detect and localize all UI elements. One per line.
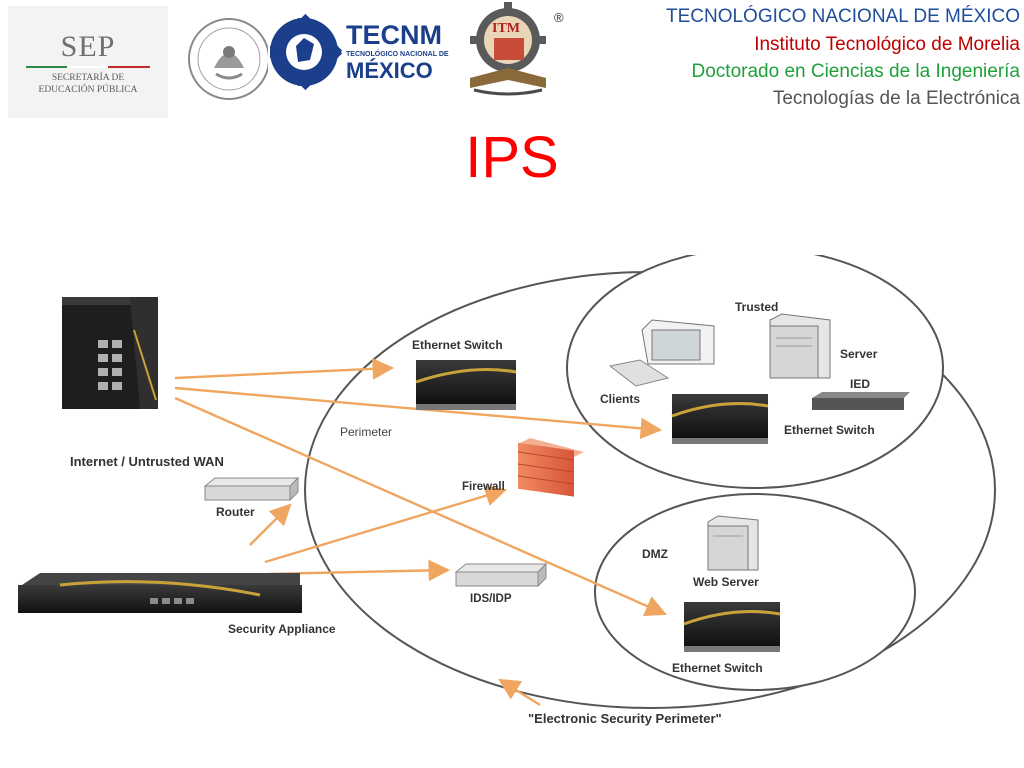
electronic-security-perimeter-label: "Electronic Security Perimeter" bbox=[528, 711, 722, 726]
arrow-to-router bbox=[249, 503, 292, 546]
ips-network-diagram: Internet / Untrusted WAN Router Security… bbox=[18, 255, 996, 726]
sep-logo-title: SEP bbox=[60, 30, 116, 63]
trusted-switch-label: Ethernet Switch bbox=[784, 423, 875, 437]
router-icon bbox=[203, 476, 300, 502]
server-label: Server bbox=[840, 347, 878, 361]
firewall-label: Firewall bbox=[462, 481, 505, 493]
security-appliance-label: Security Appliance bbox=[228, 622, 336, 636]
perimeter-ethernet-switch-icon bbox=[415, 360, 517, 410]
arrow-to-dmz-switch bbox=[174, 396, 667, 617]
dmz-ethernet-switch-icon bbox=[683, 602, 781, 652]
sep-logo: SEP SECRETARÍA DE EDUCACIÓN PÚBLICA bbox=[8, 6, 168, 118]
header-program: Doctorado en Ciencias de la Ingeniería bbox=[691, 61, 1020, 82]
trusted-ethernet-switch-icon bbox=[671, 394, 769, 444]
header-institute: Instituto Tecnológico de Morelia bbox=[754, 34, 1020, 55]
trusted-label: Trusted bbox=[735, 300, 778, 314]
clients-label: Clients bbox=[600, 392, 640, 406]
header-institution-name: TECNOLÓGICO NACIONAL DE MÉXICO bbox=[665, 6, 1020, 27]
client-computer-icon bbox=[608, 319, 715, 387]
ids-device-icon bbox=[454, 562, 548, 588]
ied-label: IED bbox=[850, 377, 870, 391]
server-icon bbox=[769, 313, 831, 379]
ids-label: IDS/IDP bbox=[470, 593, 512, 605]
dmz-switch-label: Ethernet Switch bbox=[672, 661, 763, 675]
sep-logo-line1: SECRETARÍA DE bbox=[51, 73, 125, 83]
ied-device-icon bbox=[812, 392, 910, 410]
arrow-to-perimeter-switch bbox=[174, 358, 395, 380]
wan-device-icon bbox=[62, 297, 158, 409]
tecnm-wordmark: TECNM bbox=[346, 20, 442, 50]
web-server-icon bbox=[707, 515, 759, 571]
sep-logo-subtitle: SECRETARÍA DE EDUCACIÓN PÚBLICA bbox=[8, 72, 168, 96]
tecnm-subtitle: TECNOLÓGICO NACIONAL DE bbox=[346, 49, 449, 58]
national-seal-logo bbox=[188, 18, 270, 100]
slide-title: IPS bbox=[465, 125, 559, 190]
firewall-icon bbox=[517, 438, 584, 497]
dmz-label: DMZ bbox=[642, 547, 668, 561]
wan-label: Internet / Untrusted WAN bbox=[70, 454, 224, 469]
security-appliance-icon bbox=[18, 573, 302, 613]
sep-logo-rule bbox=[26, 66, 150, 68]
perimeter-label: Perimeter bbox=[340, 425, 392, 439]
registered-mark: ® bbox=[554, 10, 564, 25]
itm-logo: ITM ® bbox=[470, 2, 564, 96]
arrow-to-perimeter bbox=[498, 678, 541, 707]
perimeter-switch-label: Ethernet Switch bbox=[412, 338, 503, 352]
web-server-label: Web Server bbox=[693, 575, 759, 589]
header-department: Tecnologías de la Electrónica bbox=[772, 88, 1020, 109]
dmz-zone-circle bbox=[594, 493, 916, 691]
itm-mark: ITM bbox=[492, 21, 520, 36]
tecnm-country: MÉXICO bbox=[346, 58, 433, 83]
tecnm-logo: TECNM TECNOLÓGICO NACIONAL DE MÉXICO bbox=[268, 0, 454, 104]
router-label: Router bbox=[216, 505, 255, 519]
sep-logo-line2: EDUCACIÓN PÚBLICA bbox=[38, 85, 138, 95]
arrow-to-firewall bbox=[264, 485, 508, 564]
